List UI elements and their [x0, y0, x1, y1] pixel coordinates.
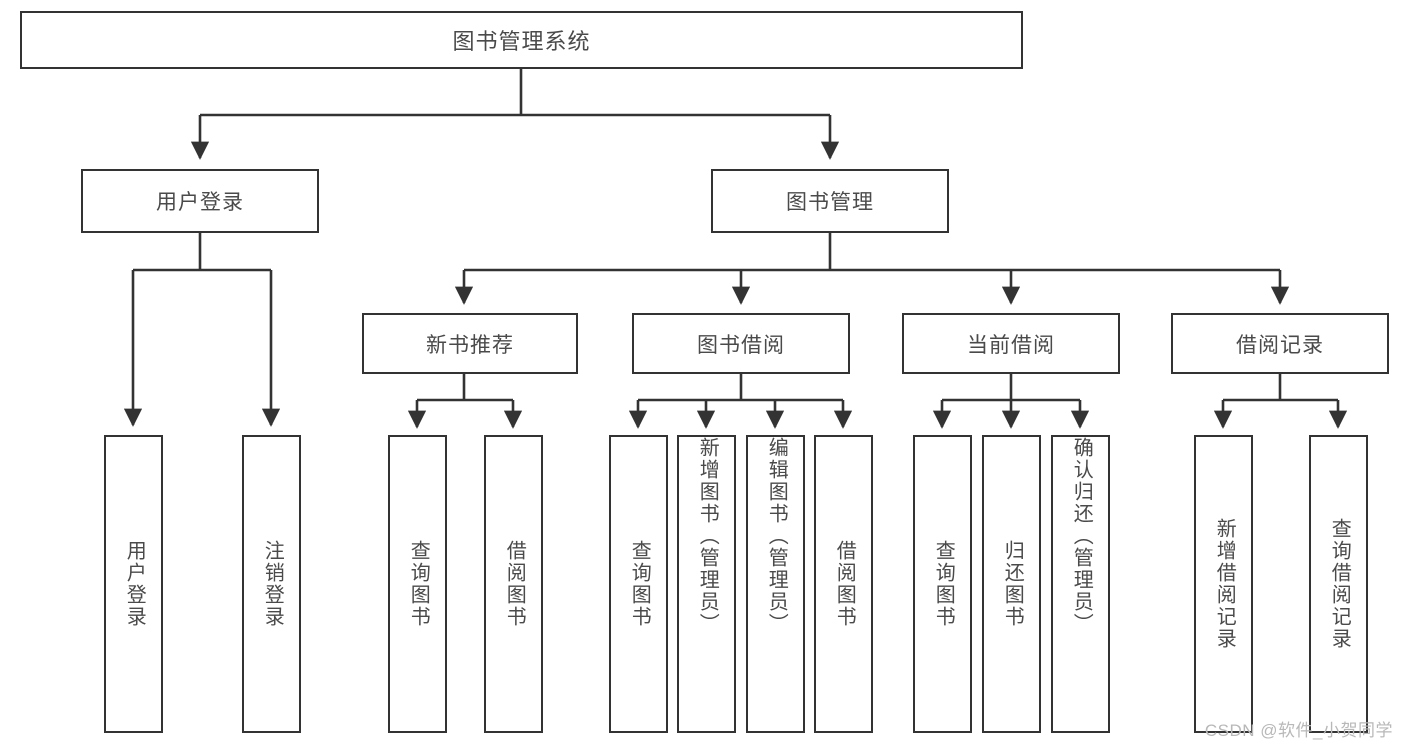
leaf-add-book-label: 新增图书（管理员）: [696, 437, 719, 635]
node-new-book-recommend-label: 新书推荐: [426, 333, 514, 357]
node-root-label: 图书管理系统: [452, 29, 591, 54]
leaf-query-book-3-label: 查询图书: [932, 540, 955, 628]
leaf-add-book[interactable]: 新增图书（管理员）: [677, 435, 736, 733]
leaf-query-book-1[interactable]: 查询图书: [388, 435, 447, 733]
leaf-add-borrow-record[interactable]: 新增借阅记录: [1194, 435, 1253, 733]
leaf-borrow-book-2-label: 借阅图书: [833, 540, 856, 628]
leaf-edit-book[interactable]: 编辑图书（管理员）: [746, 435, 805, 733]
leaf-borrow-book-2[interactable]: 借阅图书: [814, 435, 873, 733]
leaf-user-login[interactable]: 用户登录: [104, 435, 163, 733]
leaf-logout-login-label: 注销登录: [261, 540, 284, 628]
node-current-borrow[interactable]: 当前借阅: [902, 313, 1120, 374]
leaf-query-book-2[interactable]: 查询图书: [609, 435, 668, 733]
watermark-text: CSDN @软件_小贺同学: [1204, 721, 1393, 740]
leaf-edit-book-label: 编辑图书（管理员）: [765, 437, 788, 635]
node-book-manage-label: 图书管理: [786, 191, 874, 214]
leaf-borrow-book-1[interactable]: 借阅图书: [484, 435, 543, 733]
leaf-borrow-book-1-label: 借阅图书: [503, 540, 526, 628]
leaf-query-borrow-record[interactable]: 查询借阅记录: [1309, 435, 1368, 733]
leaf-query-book-2-label: 查询图书: [628, 540, 651, 628]
leaf-return-book-label: 归还图书: [1001, 540, 1024, 628]
leaf-query-book-3[interactable]: 查询图书: [913, 435, 972, 733]
leaf-query-borrow-record-label: 查询借阅记录: [1328, 518, 1351, 650]
node-user-login-label: 用户登录: [156, 191, 244, 214]
node-new-book-recommend[interactable]: 新书推荐: [362, 313, 578, 374]
node-borrow-record-label: 借阅记录: [1236, 333, 1324, 357]
leaf-return-book[interactable]: 归还图书: [982, 435, 1041, 733]
node-root[interactable]: 图书管理系统: [20, 11, 1023, 69]
node-user-login[interactable]: 用户登录: [81, 169, 319, 233]
node-book-manage[interactable]: 图书管理: [711, 169, 949, 233]
leaf-user-login-label: 用户登录: [123, 540, 146, 628]
leaf-confirm-return-label: 确认归还（管理员）: [1070, 437, 1093, 635]
node-book-borrow-label: 图书借阅: [697, 333, 785, 357]
node-book-borrow[interactable]: 图书借阅: [632, 313, 850, 374]
leaf-query-book-1-label: 查询图书: [407, 540, 430, 628]
node-current-borrow-label: 当前借阅: [967, 333, 1055, 357]
leaf-logout-login[interactable]: 注销登录: [242, 435, 301, 733]
leaf-confirm-return[interactable]: 确认归还（管理员）: [1051, 435, 1110, 733]
node-borrow-record[interactable]: 借阅记录: [1171, 313, 1389, 374]
leaf-add-borrow-record-label: 新增借阅记录: [1213, 518, 1236, 650]
